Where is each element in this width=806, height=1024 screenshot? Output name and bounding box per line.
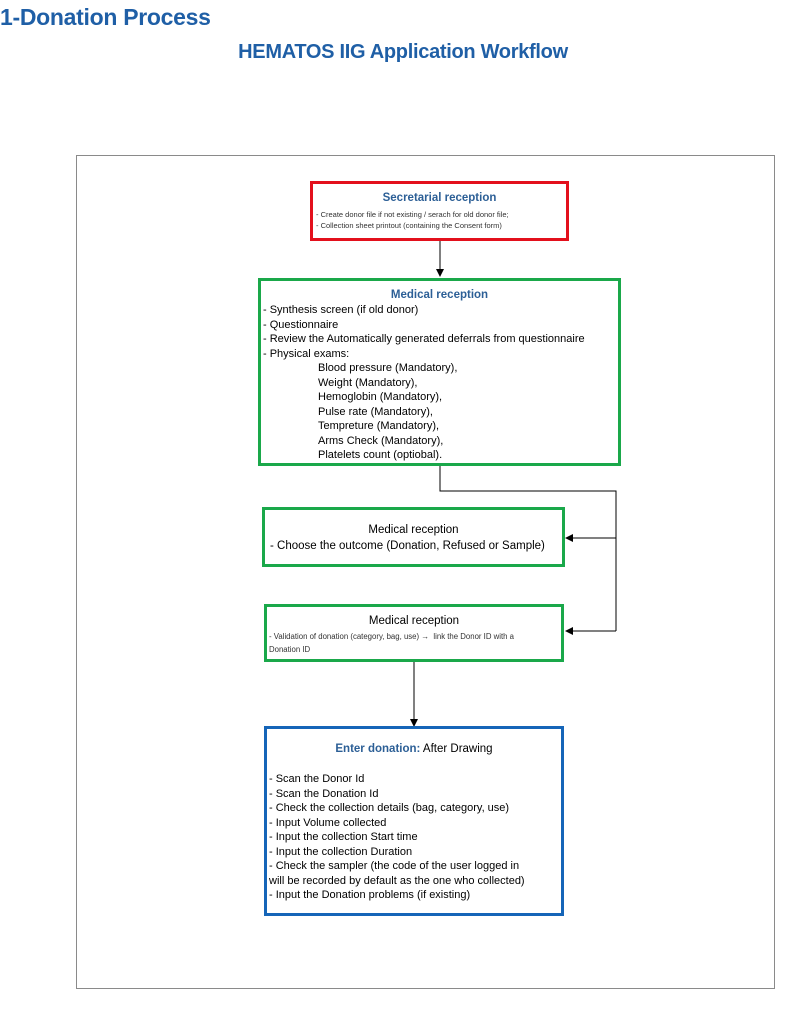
enter-donation-box: Enter donation: After Drawing - Scan the… bbox=[264, 726, 564, 916]
secretarial-line-2: - Collection sheet printout (containing … bbox=[316, 221, 502, 230]
secretarial-reception-box: Secretarial reception - Create donor fil… bbox=[310, 181, 569, 241]
medical-line: - Questionnaire bbox=[263, 318, 339, 331]
enter-donation-title-bold: Enter donation: bbox=[335, 743, 421, 755]
secretarial-reception-title: Secretarial reception bbox=[382, 192, 497, 204]
diagram-frame bbox=[76, 155, 775, 989]
enter-line: - Input the collection Duration bbox=[269, 845, 413, 858]
enter-line: - Input the collection Start time bbox=[269, 831, 418, 843]
exam-item: Arms Check (Mandatory), bbox=[318, 434, 444, 447]
medical-reception-title: Medical reception bbox=[390, 289, 489, 301]
medical-reception-validation-box: Medical reception - Validation of donati… bbox=[264, 604, 564, 662]
outcome-line: - Choose the outcome (Donation, Refused … bbox=[270, 540, 545, 552]
exam-item: Platelets count (optiobal). bbox=[318, 449, 443, 461]
exam-item: Weight (Mandatory), bbox=[318, 376, 418, 389]
medical-reception-outcome-box: Medical reception - Choose the outcome (… bbox=[262, 507, 565, 567]
exam-item: Tempreture (Mandatory), bbox=[318, 420, 440, 432]
exam-item: Hemoglobin (Mandatory), bbox=[318, 391, 443, 403]
line-medical-branch bbox=[439, 466, 617, 631]
enter-line: - Check the collection details (bag, cat… bbox=[269, 802, 510, 814]
enter-line: - Input Volume collected bbox=[269, 816, 387, 829]
secretarial-line-1: - Create donor file if not existing / se… bbox=[316, 210, 509, 219]
enter-donation-title-rest: After Drawing bbox=[420, 743, 493, 755]
page-heading: 1-Donation Process bbox=[0, 4, 211, 30]
validation-line-2: Donation ID bbox=[269, 645, 311, 654]
outcome-title: Medical reception bbox=[368, 524, 459, 536]
exam-item: Blood pressure (Mandatory), bbox=[318, 362, 458, 374]
enter-line: - Scan the Donor Id bbox=[269, 773, 365, 785]
enter-line: - Input the Donation problems (if existi… bbox=[269, 889, 471, 901]
exam-item: Pulse rate (Mandatory), bbox=[318, 405, 433, 418]
medical-line: - Synthesis screen (if old donor) bbox=[263, 304, 419, 316]
medical-line: - Physical exams: bbox=[263, 347, 350, 360]
enter-line: will be recorded by default as the one w… bbox=[269, 874, 525, 887]
medical-reception-exams-box: Medical reception - Synthesis screen (if… bbox=[258, 278, 621, 466]
medical-line: - Review the Automatically generated def… bbox=[263, 333, 585, 345]
validation-title: Medical reception bbox=[368, 615, 460, 627]
enter-donation-title: Enter donation: After Drawing bbox=[267, 743, 561, 755]
validation-line-1: - Validation of donation (category, bag,… bbox=[269, 632, 515, 641]
workflow-title: HEMATOS IIG Application Workflow bbox=[238, 41, 568, 63]
enter-line: - Check the sampler (the code of the use… bbox=[269, 860, 520, 872]
enter-line: - Scan the Donation Id bbox=[269, 787, 379, 800]
